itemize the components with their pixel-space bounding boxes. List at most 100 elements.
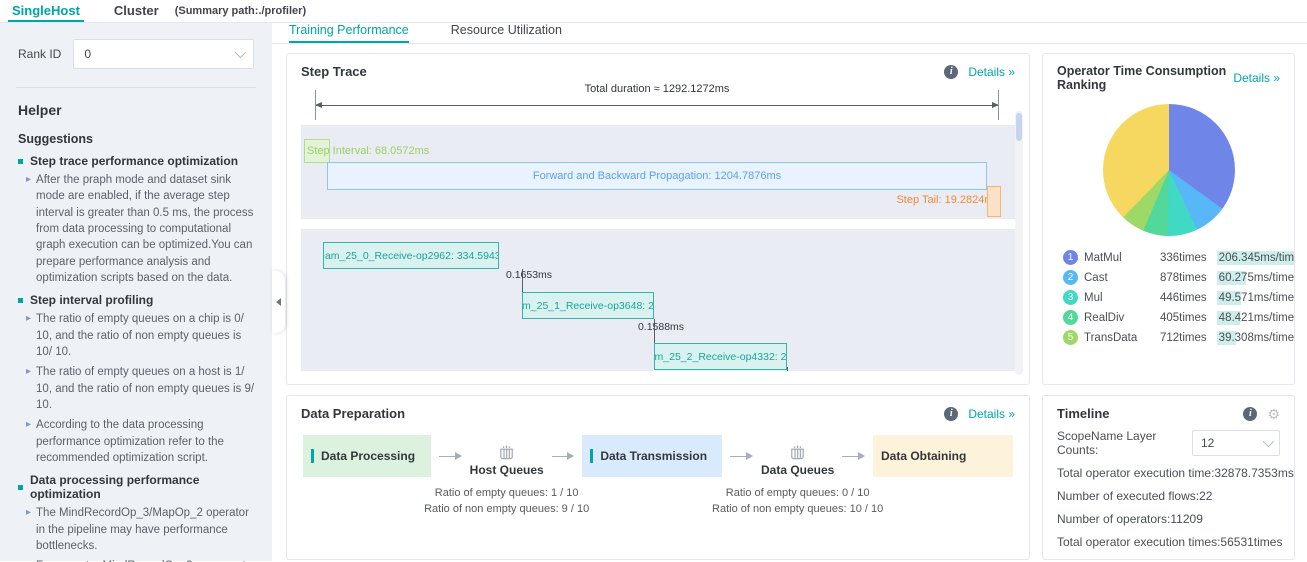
step-trace-card: Step Trace i Details » Total duration ≈ … (286, 53, 1030, 385)
info-icon[interactable]: i (944, 406, 959, 421)
step-interval-bar (304, 139, 330, 163)
data-obtaining-label: Data Obtaining (881, 449, 967, 463)
tab-cluster[interactable]: Cluster (113, 3, 159, 18)
suggestion-section-title: Step trace performance optimization (18, 154, 256, 168)
step-interval-label: Step Interval: 68.0572ms (307, 145, 430, 157)
ratio-line: Ratio of empty queues: 0 / 10 (725, 487, 870, 499)
connector-line (654, 319, 655, 343)
accent-bar (590, 449, 594, 463)
info-icon[interactable]: i (944, 64, 959, 79)
operator-avg-time: 48.421ms/time (1216, 310, 1294, 325)
tab-singlehost[interactable]: SingleHost (8, 1, 84, 22)
bullet-icon (18, 297, 23, 303)
ratio-line: Ratio of empty queues: 1 / 10 (434, 487, 579, 499)
divider (16, 87, 256, 88)
data-preparation-details-link[interactable]: Details » (968, 406, 1015, 421)
scopename-value: 12 (1201, 436, 1215, 450)
data-preparation-card: Data Preparation i Details » Data Proces… (286, 395, 1030, 560)
operator-time-pie-chart (1102, 104, 1235, 236)
timeline-title: Timeline (1057, 406, 1110, 421)
flow-arrow-icon (551, 452, 574, 460)
suggestion-section-title: Step interval profiling (18, 293, 256, 307)
suggestion-item: ▸The ratio of empty queues on a host is … (26, 364, 256, 413)
operator-avg-time: 206.345ms/time (1216, 250, 1294, 265)
ruler-tick-right (998, 90, 999, 120)
rank-badge: 5 (1063, 330, 1078, 345)
collapse-arrow-icon (276, 298, 281, 306)
triangle-icon: ▸ (26, 507, 32, 519)
rank-badge: 2 (1063, 270, 1078, 285)
operator-ranking-card: Operator Time Consumption Ranking Detail… (1042, 53, 1295, 385)
timeline-stats: Total operator execution time:32878.7353… (1057, 466, 1294, 549)
connector-line (787, 367, 788, 371)
step-trace-details-link[interactable]: Details » (968, 64, 1015, 79)
host-queues-label: Host Queues (469, 463, 544, 477)
operator-name: TransData (1084, 331, 1138, 344)
chevron-down-icon (1262, 435, 1275, 448)
bullet-icon (18, 484, 23, 490)
gear-icon[interactable]: ⚙ (1267, 405, 1280, 422)
helper-title: Helper (18, 102, 62, 118)
triangle-icon: ▸ (26, 419, 32, 431)
operator-ranking-title: Operator Time Consumption Ranking (1057, 64, 1227, 92)
timeline-stat: Number of executed flows:22 (1057, 489, 1213, 503)
flow-arrow-icon (439, 452, 462, 460)
tab-training-performance[interactable]: Training Performance (289, 23, 409, 43)
stream-bar: stream_25_1_Receive-op3648: 241.... (522, 292, 654, 319)
rank-badge: 1 (1063, 250, 1078, 265)
total-duration-ruler: Total duration ≈ 1292.1272ms (315, 83, 999, 120)
rank-id-label: Rank ID (18, 47, 62, 61)
rank-id-value: 0 (84, 47, 92, 61)
fwd-bwd-propagation-bar: Forward and Backward Propagation: 1204.7… (327, 162, 987, 190)
scrollbar-track (1015, 111, 1023, 375)
main-tabs: Training Performance Resource Utilizatio… (272, 23, 1307, 44)
timeline-stat: Number of operators:11209 (1057, 512, 1203, 526)
triangle-icon: ▸ (26, 558, 31, 562)
operator-avg-time: 49.571ms/time (1216, 290, 1294, 305)
queue-icon (791, 445, 804, 460)
data-processing-node: Data Processing (303, 435, 431, 477)
data-transmission-node: Data Transmission (582, 435, 723, 477)
gap-duration-label: 0.1588ms (637, 321, 685, 333)
fwd-bwd-label: Forward and Backward Propagation: 1204.7… (532, 170, 782, 182)
step-trace-band-2: stream_25_0_Receive-op2962: 334.5943ms 0… (301, 229, 1015, 371)
scopename-layer-counts-select[interactable]: 12 (1192, 430, 1280, 456)
legend-row: 5 TransData 712times 39.308ms/time (1063, 330, 1294, 345)
stream-bar: stream_25_0_Receive-op2962: 334.5943ms (323, 242, 499, 269)
data-prep-flow: Data Processing (303, 435, 1013, 515)
operator-times: 405times (1160, 311, 1207, 324)
step-tail-label: Step Tail: 19.2824ms (896, 194, 999, 206)
tab-resource-utilization[interactable]: Resource Utilization (450, 23, 562, 37)
data-processing-label: Data Processing (321, 449, 416, 463)
scopename-row: ScopeName Layer Counts: 12 (1057, 429, 1280, 457)
operator-avg-time: 60.275ms/time (1216, 270, 1294, 285)
scrollbar-thumb[interactable] (1016, 113, 1022, 141)
accent-bar (311, 449, 314, 463)
step-trace-chart: Total duration ≈ 1292.1272ms Step Interv… (301, 83, 1023, 375)
info-icon[interactable]: i (1243, 406, 1258, 421)
rank-badge: 3 (1063, 290, 1078, 305)
ratio-line: Ratio of non empty queues: 10 / 10 (712, 502, 884, 515)
suggestion-section-title: Data processing performance optimization (18, 473, 256, 501)
step-tail-bar (987, 186, 1001, 217)
rank-id-select[interactable]: 0 (73, 39, 254, 69)
rank-badge: 4 (1063, 310, 1078, 325)
operator-name: RealDiv (1084, 311, 1125, 324)
sidebar-collapse-handle[interactable] (272, 271, 285, 333)
connector-line (522, 269, 523, 292)
operator-avg-time: 39.308ms/time (1216, 330, 1294, 345)
total-duration-arrow (315, 102, 999, 108)
operator-times: 712times (1160, 331, 1207, 344)
stream-bar: stream_25_2_Receive-op4332: 240.... (654, 343, 787, 370)
suggestion-item: ▸For operator MindRecordOp_3, you can tr… (26, 558, 256, 562)
timeline-stat: Total operator execution times:56531time… (1057, 535, 1283, 549)
bullet-icon (18, 158, 23, 164)
operator-ranking-details-link[interactable]: Details » (1233, 71, 1280, 85)
data-queues-label: Data Queues (760, 463, 835, 477)
suggestion-item: ▸The ratio of empty queues on a chip is … (26, 311, 256, 360)
suggestion-item: ▸According to the data processing perfor… (26, 417, 256, 466)
data-queue-ratios: Ratio of empty queues: 0 / 10 Ratio of n… (680, 486, 916, 518)
timeline-stat: Total operator execution time:32878.7353… (1057, 466, 1294, 480)
main-area: Training Performance Resource Utilizatio… (272, 23, 1307, 561)
